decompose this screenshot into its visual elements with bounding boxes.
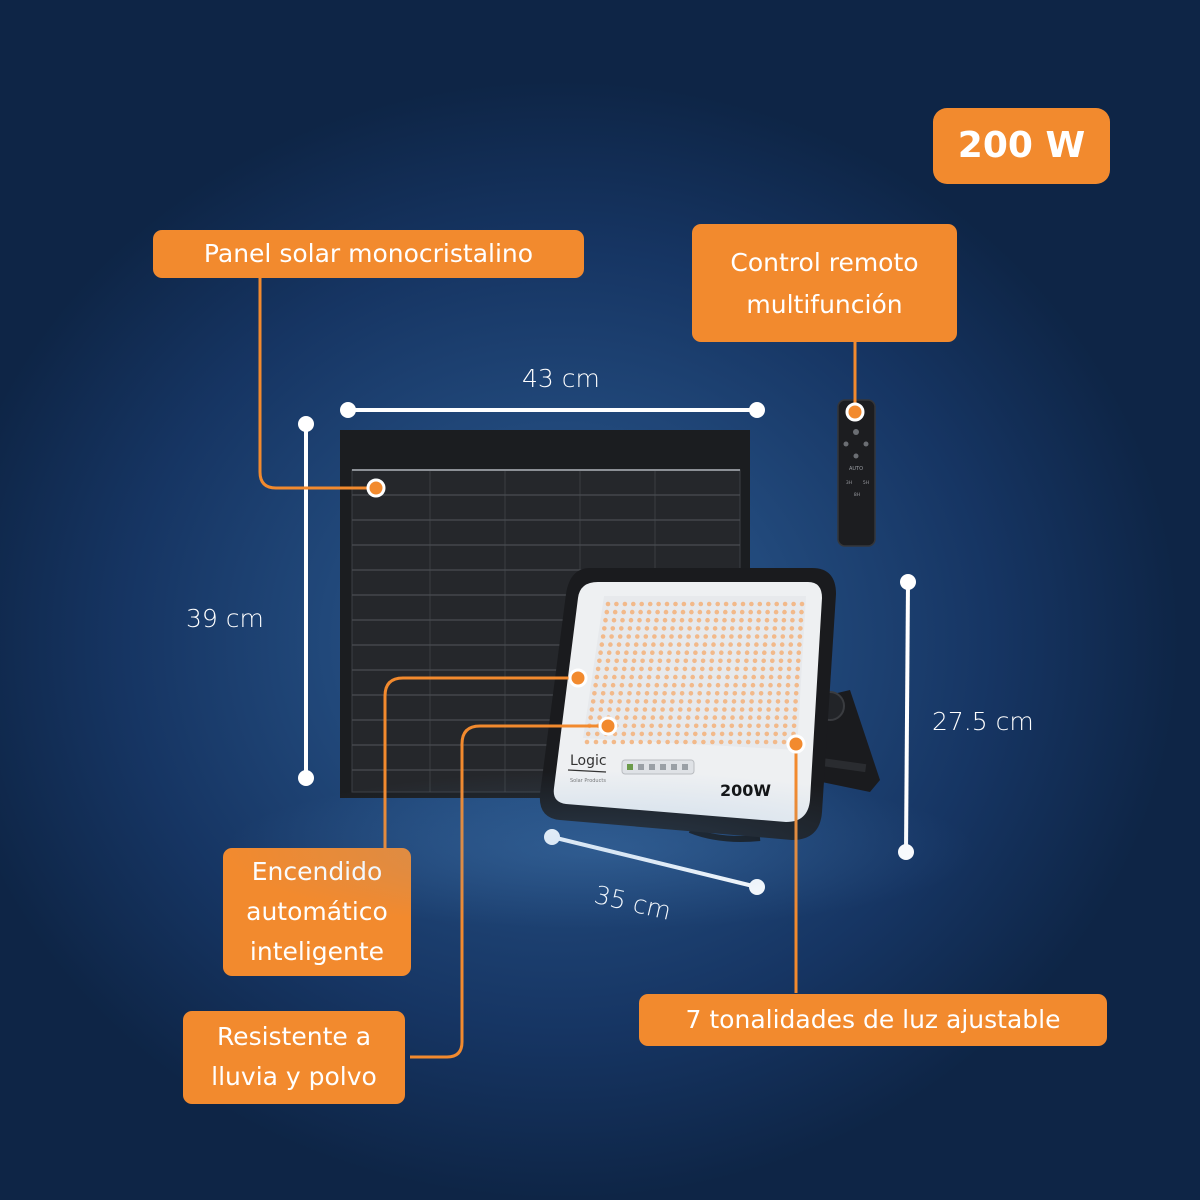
callout-auto-on-line1: Encendido: [251, 857, 383, 886]
callout-light-tones-text: 7 tonalidades de luz ajustable: [685, 1005, 1061, 1034]
floodlight-brand: Logic: [570, 753, 607, 769]
callout-auto-on: Encendido automático inteligente: [223, 848, 411, 976]
dimension-panel-width: 43 cm: [522, 364, 600, 393]
callout-dot-remote: [845, 402, 865, 422]
remote-5h-label: 5H: [863, 480, 869, 486]
power-badge: 200 W: [933, 108, 1110, 184]
remote-8h-label: 8H: [854, 492, 860, 498]
callout-solar-panel: Panel solar monocristalino: [153, 230, 584, 278]
callout-dot-tones: [786, 734, 806, 754]
callout-dot-auto-on: [568, 668, 588, 688]
callout-remote-control: Control remoto multifunción: [692, 224, 957, 342]
callout-leaders: [258, 278, 857, 1059]
dimension-panel-height: 39 cm: [186, 604, 264, 633]
callout-remote-line2: multifunción: [746, 290, 903, 319]
callout-solar-panel-text: Panel solar monocristalino: [203, 239, 534, 268]
remote-control: AUTO 3H 5H 8H: [837, 399, 876, 547]
callout-weather-line1: Resistente a: [216, 1022, 372, 1051]
callout-dot-weather: [598, 716, 618, 736]
power-badge-text: 200 W: [957, 125, 1086, 166]
remote-auto-label: AUTO: [849, 466, 863, 472]
callout-auto-on-line2: automático: [246, 897, 388, 926]
floodlight: Logic Solar Products 200W: [539, 568, 880, 842]
floodlight-brand-sub: Solar Products: [570, 778, 606, 784]
dimension-light-height: 27.5 cm: [932, 707, 1034, 736]
callout-weather-resistant: Resistente a lluvia y polvo: [183, 1011, 405, 1104]
floodlight-power-label: 200W: [720, 781, 771, 800]
dimension-lines: [298, 402, 916, 895]
callout-light-tones: 7 tonalidades de luz ajustable: [639, 994, 1107, 1046]
callout-weather-line2: lluvia y polvo: [211, 1062, 377, 1091]
remote-3h-label: 3H: [846, 480, 852, 486]
callout-auto-on-line3: inteligente: [249, 937, 385, 966]
callout-remote-line1: Control remoto: [730, 248, 919, 277]
callout-dot-solar: [366, 478, 386, 498]
